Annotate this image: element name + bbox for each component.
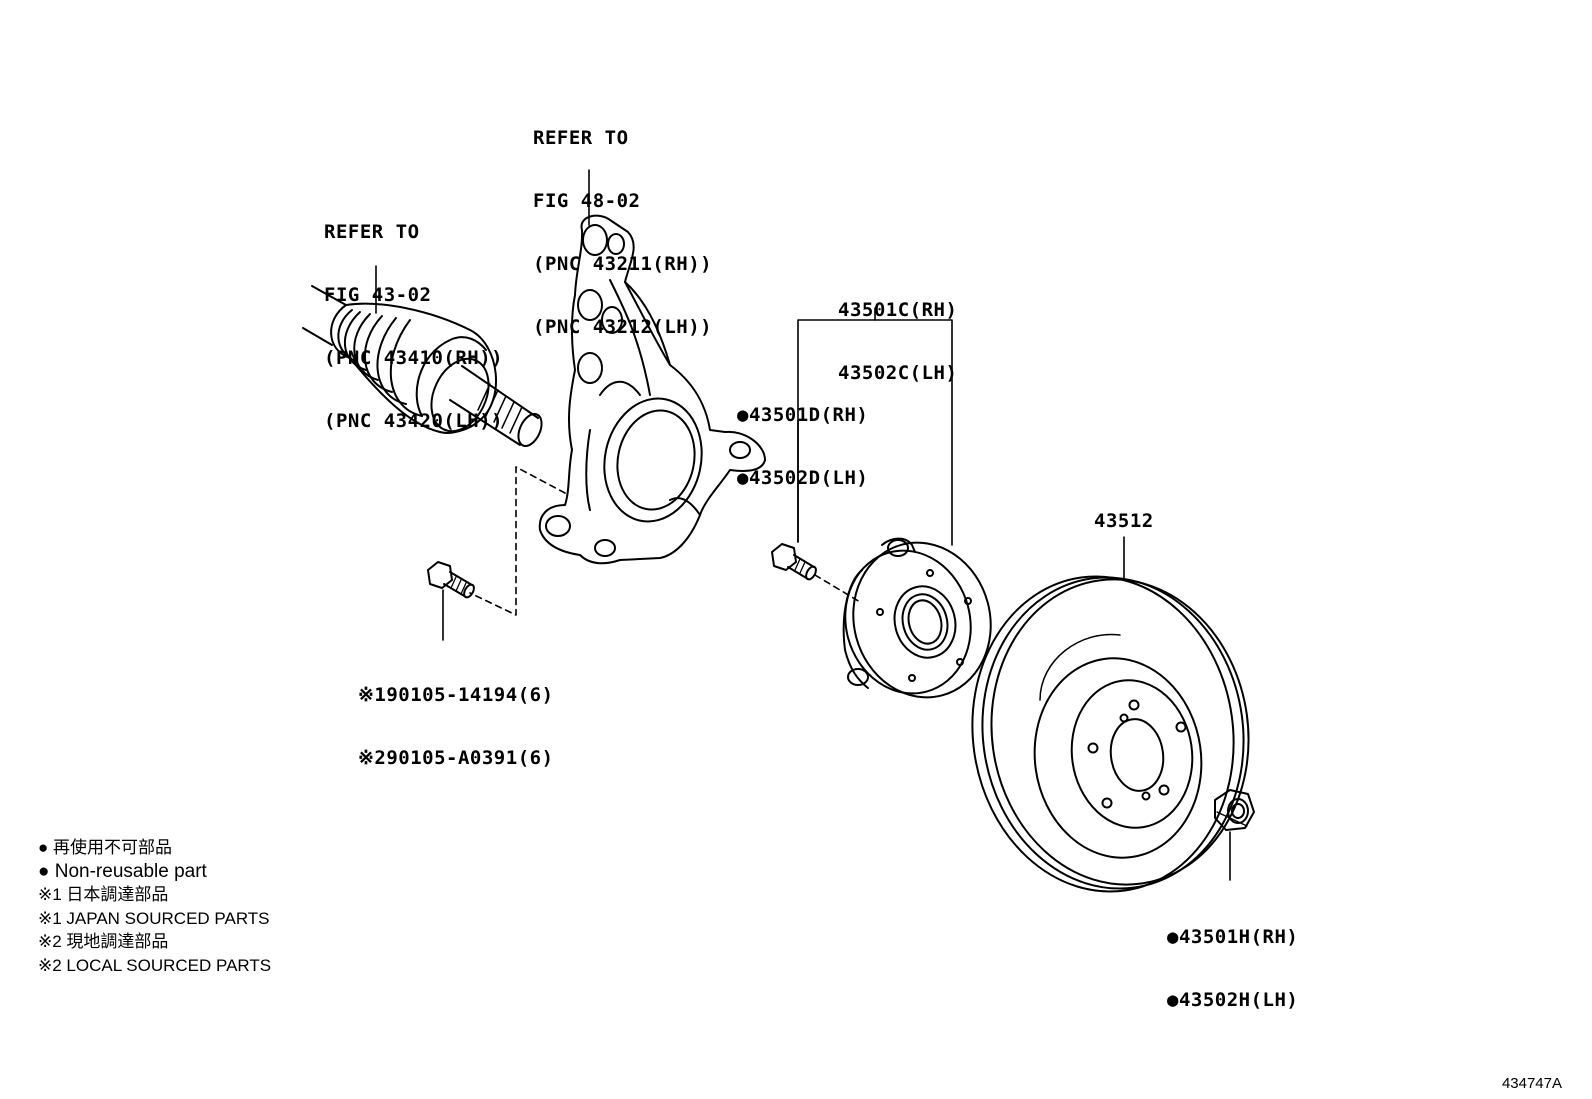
knuckle-bolt-guide: [469, 466, 566, 616]
hub-assembly-rh: 43501C(RH): [838, 299, 958, 321]
driveshaft-reference-label: REFER TO FIG 43-02 (PNC 43410(RH)) (PNC …: [324, 180, 503, 453]
legend: ● 再使用不可部品 ● Non-reusable part ※1 日本調達部品 …: [38, 836, 271, 977]
figure-number: 434747A: [1501, 1075, 1562, 1092]
drive-shaft-drawing: [302, 285, 543, 447]
knuckle-bolt-drawing: [427, 561, 475, 599]
driveshaft-ref-line-1: REFER TO: [324, 221, 420, 243]
steering-knuckle-drawing: [538, 214, 766, 565]
legend-nonreusable-jp: ● 再使用不可部品: [38, 838, 172, 857]
legend-nonreusable-en: ● Non-reusable part: [38, 860, 207, 882]
knuckle-bolt-japan: ※190105-14194(6): [358, 684, 554, 706]
hub-assembly-part-label: 43501C(RH) 43502C(LH): [838, 258, 957, 405]
legend-local-sourced-jp: ※2 現地調達部品: [38, 932, 169, 951]
knuckle-reference-label: REFER TO FIG 48-02 (PNC 43211(RH)) (PNC …: [533, 86, 712, 359]
hub-bolt-drawing: [771, 543, 817, 581]
legend-japan-sourced-jp: ※1 日本調達部品: [38, 885, 169, 904]
knuckle-ref-line-2: FIG 48-02: [533, 190, 641, 212]
hub-nut-part-label: ●43501H(RH) ●43502H(LH): [1167, 885, 1298, 1032]
driveshaft-ref-line-2: FIG 43-02: [324, 284, 432, 306]
legend-local-sourced-en: ※2 LOCAL SOURCED PARTS: [38, 955, 272, 975]
hub-nut-lh: ●43502H(LH): [1167, 989, 1299, 1011]
leader-lines: [375, 169, 1231, 881]
knuckle-ref-line-3: (PNC 43211(RH)): [533, 253, 713, 275]
hub-bolt-rh: ●43501D(RH): [737, 404, 869, 426]
disc-rotor-drawing: [971, 575, 1250, 893]
hub-assembly-drawing: [842, 537, 992, 699]
knuckle-bolt-part-label: ※190105-14194(6) ※290105-A0391(6): [358, 643, 554, 790]
rotor-part-label: 43512: [1094, 510, 1154, 532]
driveshaft-ref-line-4: (PNC 43420(LH)): [324, 410, 504, 432]
legend-japan-sourced-en: ※1 JAPAN SOURCED PARTS: [38, 908, 270, 928]
hub-bolt-part-label: ●43501D(RH) ●43502D(LH): [737, 363, 868, 510]
knuckle-ref-line-4: (PNC 43212(LH)): [533, 316, 713, 338]
hub-assembly-lh: 43502C(LH): [838, 362, 958, 384]
knuckle-ref-line-1: REFER TO: [533, 127, 629, 149]
hub-nut-drawing: [1214, 789, 1255, 831]
knuckle-bolt-local: ※290105-A0391(6): [358, 747, 554, 769]
driveshaft-ref-line-3: (PNC 43410(RH)): [324, 347, 504, 369]
hub-bolt-guide: [814, 574, 861, 603]
hub-nut-rh: ●43501H(RH): [1167, 926, 1299, 948]
hub-bolt-lh: ●43502D(LH): [737, 467, 869, 489]
